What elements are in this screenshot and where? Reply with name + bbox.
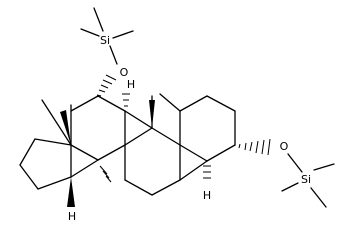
bond-c2-c3 <box>206 95 236 112</box>
bond-si-methyl-up <box>93 7 104 32</box>
bond-c9b-c8 <box>124 127 153 146</box>
bond-si-methyl-right-r <box>313 163 335 171</box>
bond-c7-c6 <box>124 179 153 196</box>
bond-c8-c14 <box>97 144 126 161</box>
bond-si-methyl-down-r <box>310 187 327 208</box>
bond-c6-c5 <box>151 179 181 196</box>
bond-c16-c15 <box>19 164 39 190</box>
hash-bond-c11-o <box>96 74 117 97</box>
bond-o-si-right <box>287 153 303 173</box>
bond-c14d-c14 <box>70 159 99 178</box>
bond-c1-c2 <box>179 95 208 112</box>
bond-c15-c14d <box>37 176 72 190</box>
bond-methyl-c10b <box>159 93 181 112</box>
wedge-h-c14 <box>67 177 75 207</box>
ring-bonds <box>19 95 236 196</box>
wedge-methyl-c13 <box>60 110 71 145</box>
atom-si-top: Si <box>100 34 110 47</box>
structure-svg: Si O <box>19 7 335 223</box>
atom-h-c5: H <box>203 189 211 202</box>
hash-bond-c5-h <box>203 165 211 179</box>
bond-c4a-c5 <box>179 160 208 181</box>
bond-si-methyl-right <box>112 30 134 39</box>
atom-h-c14: H <box>68 210 76 223</box>
bond-si-methyl-left-r <box>281 182 299 192</box>
bond-c12-c11 <box>70 95 99 112</box>
hash-bond-c3-o <box>238 138 271 156</box>
hash-bond-c9-h <box>122 93 130 107</box>
hash-bond-c8-h <box>99 165 112 183</box>
bond-c10-c9b <box>151 127 181 146</box>
atom-o-right: O <box>280 140 289 153</box>
stereo-bonds <box>60 74 271 207</box>
tms-group-top: Si O <box>80 7 134 79</box>
wedge-methyl-c10 <box>149 100 155 128</box>
bond-c4a-c10 <box>179 144 208 162</box>
bond-methyl-c13 <box>41 99 72 146</box>
bond-c17-c16 <box>19 138 36 166</box>
bond-si-o-top <box>109 45 118 65</box>
bond-c4-c4a <box>206 144 236 162</box>
bond-c11-c9 <box>97 95 126 112</box>
atom-o-top: O <box>120 66 129 79</box>
bond-si-methyl-left <box>80 28 100 37</box>
tms-group-right: O Si <box>280 140 335 208</box>
bond-c9b-c9 <box>124 110 153 129</box>
bond-c14-c13 <box>70 144 99 161</box>
molecule-structure: Si O <box>19 7 335 223</box>
atom-si-right: Si <box>301 173 311 186</box>
bond-c13-c17 <box>34 138 72 146</box>
atom-h-c9: H <box>127 78 135 91</box>
